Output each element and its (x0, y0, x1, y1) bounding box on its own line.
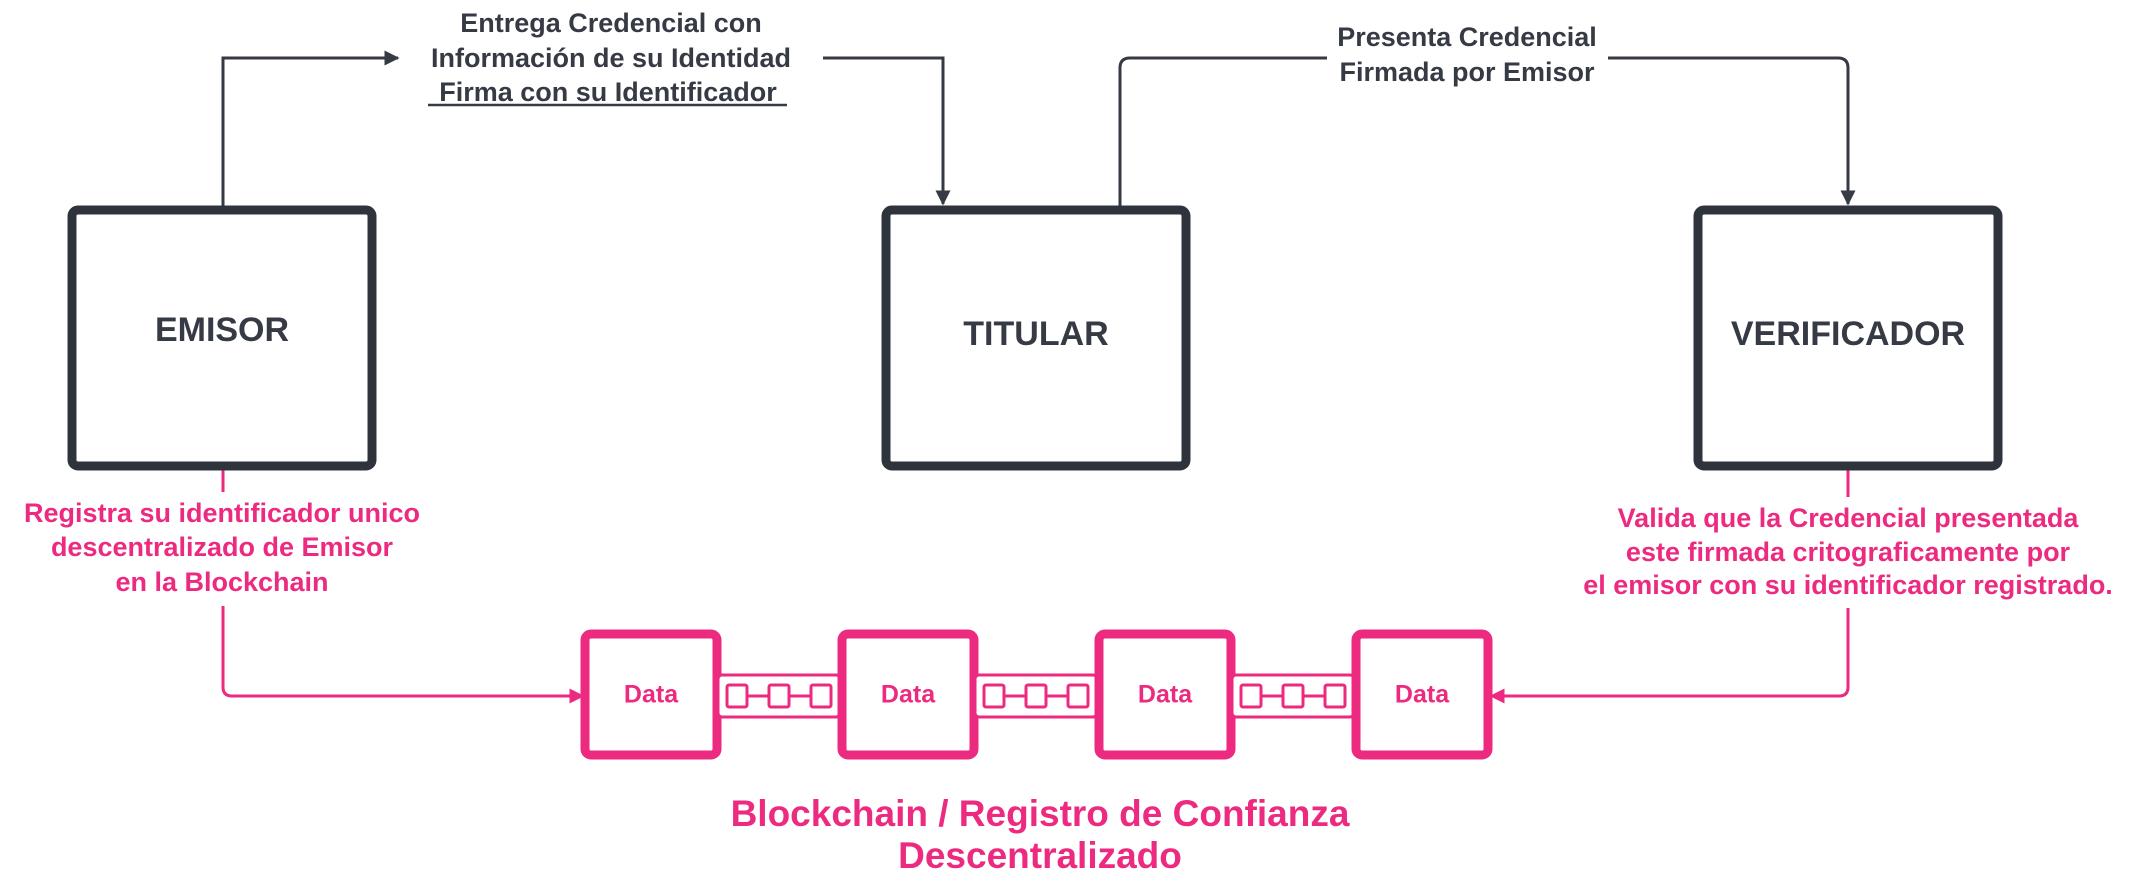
verificador-label: VERIFICADOR (1731, 315, 1965, 353)
block-2-label: Data (881, 681, 936, 709)
validate-note-line1: Valida que la Credencial presentada (1618, 503, 2080, 533)
present-edge-label: Presenta Credencial Firmada por Emisor (1337, 22, 1597, 87)
blockchain-title-line2: Descentralizado (898, 835, 1182, 874)
present-edge-line2: Firmada por Emisor (1339, 57, 1595, 87)
issue-edge-line1: Entrega Credencial con (460, 8, 762, 38)
validate-note-line3: el emisor con su identificador registrad… (1583, 570, 2113, 600)
blockchain: Data Data Data (580, 629, 1493, 760)
block-3: Data (1094, 629, 1236, 760)
validate-note: Valida que la Credencial presentada este… (1583, 503, 2113, 600)
block-4: Data (1351, 629, 1493, 760)
chain-link-2 (973, 673, 1099, 719)
emisor-node: EMISOR (67, 205, 377, 471)
validate-note-line2: este firmada critograficamente por (1626, 537, 2071, 567)
emisor-label: EMISOR (155, 311, 289, 349)
present-connector-left (1118, 56, 1327, 206)
issue-connector-right (823, 56, 951, 206)
titular-node: TITULAR (881, 205, 1191, 471)
chain-link-1 (716, 673, 842, 719)
blockchain-title-line1: Blockchain / Registro de Confianza (731, 793, 1350, 834)
issue-edge-line3: Firma con su Identificador (439, 77, 777, 107)
block-4-label: Data (1395, 681, 1450, 709)
verificador-node: VERIFICADOR (1693, 205, 2003, 471)
blockchain-title: Blockchain / Registro de Confianza Desce… (731, 793, 1350, 874)
block-2: Data (837, 629, 979, 760)
register-note-line2: descentralizado de Emisor (51, 532, 394, 562)
block-1: Data (580, 629, 722, 760)
register-note-line1: Registra su identificador unico (24, 498, 420, 528)
block-3-label: Data (1138, 681, 1193, 709)
present-edge-line1: Presenta Credencial (1337, 22, 1597, 52)
titular-label: TITULAR (963, 315, 1108, 353)
block-1-label: Data (624, 681, 679, 709)
present-connector-right (1608, 56, 1856, 206)
chain-link-3 (1230, 673, 1356, 719)
validate-connector-bottom (1489, 608, 1850, 704)
issue-edge-label: Entrega Credencial con Información de su… (428, 8, 791, 107)
register-connector-bottom (221, 606, 585, 704)
register-note: Registra su identificador unico descentr… (24, 498, 420, 597)
issue-edge-line2: Información de su Identidad (431, 43, 791, 73)
issue-connector-left (221, 50, 400, 206)
register-note-line3: en la Blockchain (115, 567, 328, 597)
